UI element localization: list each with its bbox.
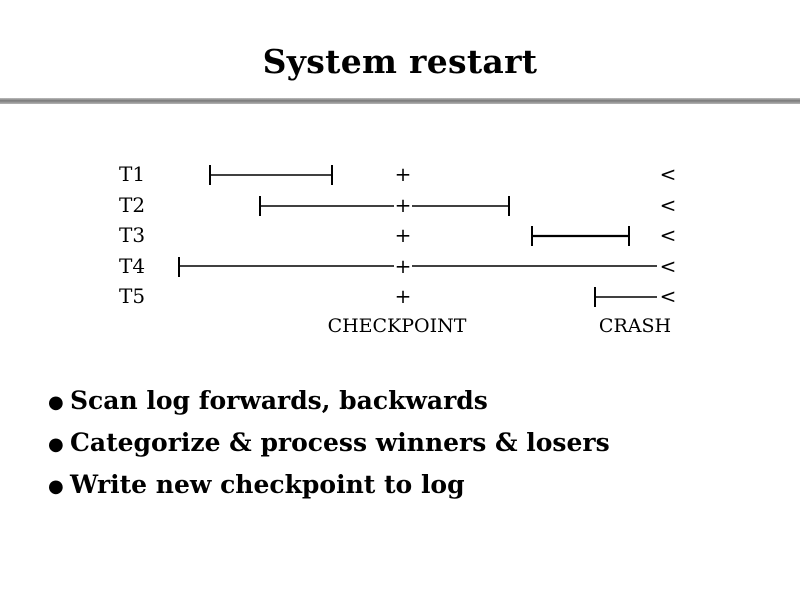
- transaction-bar-t1: [209, 165, 333, 185]
- bullet-text: Scan log forwards, backwards: [70, 386, 488, 415]
- checkpoint-marker-t4: +: [395, 254, 412, 278]
- crash-label: CRASH: [599, 315, 671, 337]
- bullet-dot-icon: ●: [48, 392, 64, 413]
- checkpoint-marker-t2: +: [395, 193, 412, 217]
- bullet-list: ● Scan log forwards, backwards ● Categoriz…: [48, 380, 610, 506]
- checkpoint-marker-t5: +: [395, 284, 412, 308]
- crash-marker-t3: <: [660, 223, 677, 247]
- bullet-text: Write new checkpoint to log: [70, 470, 465, 499]
- bullet-item: ● Scan log forwards, backwards: [48, 380, 610, 422]
- transaction-bar-t3: [531, 226, 630, 246]
- crash-marker-t4: <: [660, 254, 677, 278]
- crash-marker-t2: <: [660, 193, 677, 217]
- crash-marker-t1: <: [660, 162, 677, 186]
- bullet-dot-icon: ●: [48, 434, 64, 455]
- checkpoint-marker-t3: +: [395, 223, 412, 247]
- transaction-bar-t5: [594, 287, 657, 307]
- transaction-label-t3: T3: [119, 223, 145, 247]
- crash-marker-t5: <: [660, 284, 677, 308]
- bullet-item: ● Categorize & process winners & losers: [48, 422, 610, 464]
- slide-title: System restart: [262, 42, 538, 81]
- checkpoint-label: CHECKPOINT: [328, 315, 467, 337]
- title-divider: [0, 98, 800, 104]
- transaction-label-t5: T5: [119, 284, 145, 308]
- transaction-bar-t4: [178, 257, 657, 277]
- transaction-label-t4: T4: [119, 254, 145, 278]
- bullet-dot-icon: ●: [48, 476, 64, 497]
- checkpoint-marker-t1: +: [395, 162, 412, 186]
- transaction-label-t2: T2: [119, 193, 145, 217]
- bullet-item: ● Write new checkpoint to log: [48, 464, 610, 506]
- bullet-text: Categorize & process winners & losers: [70, 428, 610, 457]
- transaction-bar-t2: [259, 196, 510, 216]
- transaction-label-t1: T1: [119, 162, 145, 186]
